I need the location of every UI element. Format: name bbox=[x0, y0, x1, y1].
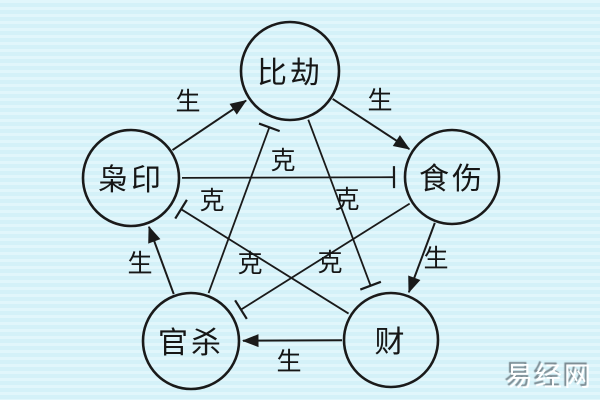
ke-tbar-cai-xiaoyin bbox=[174, 199, 188, 220]
ke-line-cai-xiaoyin bbox=[180, 208, 350, 315]
node-label-bijie: 比劫 bbox=[257, 57, 323, 91]
ke-label-guansha-bijie: 克 bbox=[237, 250, 263, 278]
sheng-label-cai-guansha: 生 bbox=[276, 348, 302, 376]
sheng-arrow-shishang-cai bbox=[407, 222, 436, 294]
ke-label-cai-xiaoyin: 克 bbox=[199, 187, 225, 215]
ke-line-xiaoyin-shishang bbox=[181, 176, 395, 179]
node-label-cai: 财 bbox=[374, 326, 408, 360]
ke-label-bijie-cai: 克 bbox=[334, 186, 360, 214]
sheng-label-guansha-xiaoyin: 生 bbox=[127, 250, 153, 278]
node-circle-cai bbox=[342, 291, 440, 389]
node-circle-shishang bbox=[403, 128, 501, 226]
ke-tbar-bijie-cai bbox=[359, 280, 382, 291]
node-circle-xiaoyin bbox=[81, 128, 181, 228]
node-label-shishang: 食伤 bbox=[419, 163, 485, 197]
node-circle-bijie bbox=[239, 20, 341, 122]
sheng-label-shishang-cai: 生 bbox=[423, 245, 449, 273]
ke-line-shishang-guansha bbox=[240, 202, 411, 311]
node-label-xiaoyin: 枭印 bbox=[98, 164, 164, 198]
site-watermark: 易经网 bbox=[506, 362, 593, 392]
ke-tbar-guansha-bijie bbox=[258, 122, 281, 133]
sheng-arrow-xiaoyin-bijie bbox=[171, 99, 247, 151]
sheng-label-xiaoyin-bijie: 生 bbox=[175, 88, 201, 116]
sheng-arrow-bijie-shishang bbox=[332, 98, 411, 150]
ke-line-bijie-cai bbox=[307, 119, 372, 287]
sheng-label-bijie-shishang: 生 bbox=[367, 87, 393, 115]
node-label-guansha: 官杀 bbox=[158, 327, 224, 361]
ke-tbar-shishang-guansha bbox=[234, 299, 248, 320]
sheng-arrow-guansha-xiaoyin bbox=[148, 225, 175, 295]
ke-label-shishang-guansha: 克 bbox=[317, 249, 343, 277]
node-circle-guansha bbox=[141, 291, 241, 391]
ke-label-xiaoyin-shishang: 克 bbox=[270, 147, 296, 175]
ke-line-guansha-bijie bbox=[207, 127, 271, 294]
